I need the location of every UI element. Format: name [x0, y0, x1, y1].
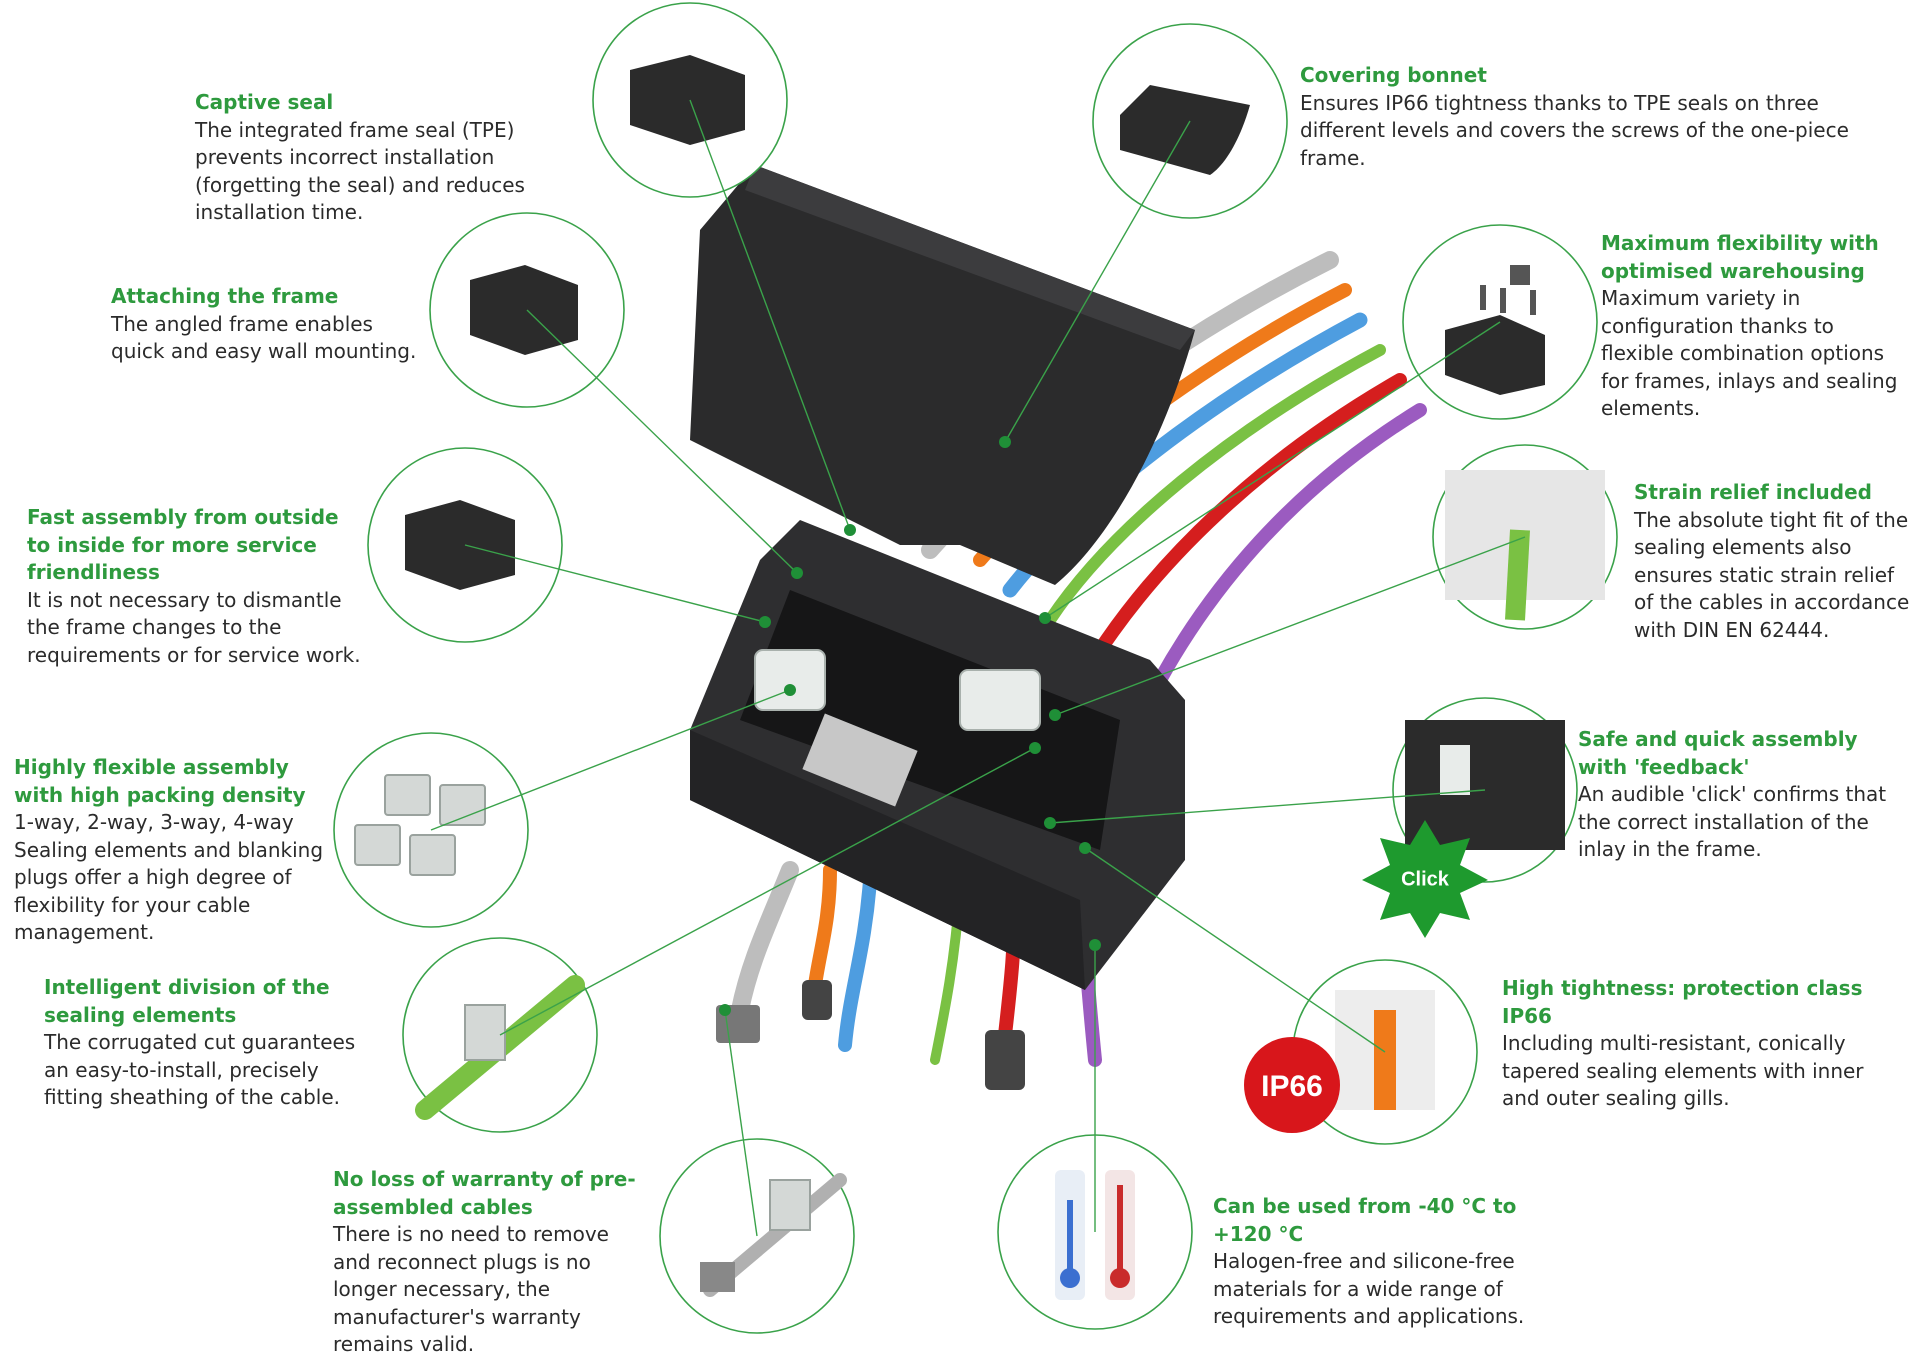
feature-heading: Strain relief included — [1634, 480, 1872, 504]
feature-heading: Attaching the frame — [111, 284, 339, 308]
feature-strain-relief: Strain relief included The absolute tigh… — [1634, 479, 1918, 644]
feature-body: 1-way, 2-way, 3-way, 4-way Sealing eleme… — [14, 810, 324, 944]
feature-body: The angled frame enables quick and easy … — [111, 311, 417, 364]
feature-temperature-range: Can be used from -40 °C to +120 °C Halog… — [1213, 1193, 1568, 1331]
cut-seal-icon — [415, 975, 585, 1120]
feature-heading: Safe and quick assembly with 'feedback' — [1578, 727, 1858, 779]
feature-heading: Captive seal — [195, 90, 334, 114]
feature-heading: High tightness: protection class IP66 — [1502, 976, 1863, 1028]
feature-body: The absolute tight fit of the sealing el… — [1634, 507, 1910, 642]
ip66-badge: IP66 — [1244, 1037, 1340, 1133]
feature-heading: Intelligent division of the sealing elem… — [44, 975, 330, 1027]
feature-no-loss-warranty: No loss of warranty of pre-assembled cab… — [333, 1166, 643, 1359]
feature-heading: Maximum flexibility with optimised wareh… — [1601, 231, 1879, 283]
connector-plugs — [716, 980, 1025, 1090]
feature-body: An audible 'click' confirms that the cor… — [1578, 782, 1887, 861]
leader-dots — [719, 436, 1101, 1016]
ip66-badge-label: IP66 — [1261, 1070, 1323, 1103]
plug-cable-icon — [700, 1173, 847, 1297]
parts-kit-icon — [1480, 265, 1536, 315]
feature-max-flexibility: Maximum flexibility with optimised wareh… — [1601, 230, 1906, 423]
feature-fast-assembly: Fast assembly from outside to inside for… — [27, 504, 367, 669]
feature-captive-seal: Captive seal The integrated frame seal (… — [195, 89, 595, 227]
feature-body: Maximum variety in configuration thanks … — [1601, 286, 1898, 420]
click-badge-label: Click — [1401, 868, 1450, 890]
thermometer-icon — [1055, 1170, 1135, 1300]
feature-body: Ensures IP66 tightness thanks to TPE sea… — [1300, 90, 1849, 170]
feature-high-tightness: High tightness: protection class IP66 In… — [1502, 975, 1907, 1113]
feature-body: Halogen-free and silicone-free materials… — [1213, 1249, 1525, 1328]
seal-detail-icon — [1335, 990, 1435, 1110]
leader-lines — [430, 99, 1526, 1237]
feature-heading: Can be used from -40 °C to +120 °C — [1213, 1194, 1517, 1246]
sealing-elements — [754, 649, 1041, 731]
feature-heading: No loss of warranty of pre-assembled cab… — [333, 1167, 636, 1219]
feature-safe-quick-assembly: Safe and quick assembly with 'feedback' … — [1578, 726, 1913, 864]
covering-bonnet — [690, 165, 1195, 585]
feature-body: The corrugated cut guarantees an easy-to… — [44, 1030, 356, 1109]
feature-body: There is no need to remove and reconnect… — [333, 1222, 609, 1356]
feature-body: It is not necessary to dismantle the fra… — [27, 587, 361, 667]
frame-housing — [690, 520, 1185, 990]
feature-body: The integrated frame seal (TPE) prevents… — [195, 117, 525, 225]
inlay-detail-icon — [1405, 720, 1565, 850]
feature-heading: Covering bonnet — [1300, 63, 1487, 87]
feature-covering-bonnet: Covering bonnet Ensures IP66 tightness t… — [1300, 62, 1890, 172]
feature-heading: Highly flexible assembly with high packi… — [14, 755, 306, 807]
click-badge: Click — [1362, 820, 1488, 938]
feature-body: Including multi-resistant, conically tap… — [1502, 1031, 1864, 1110]
feature-heading: Fast assembly from outside to inside for… — [27, 505, 339, 584]
sealing-blocks-icon — [354, 774, 486, 876]
feature-intelligent-division: Intelligent division of the sealing elem… — [44, 974, 374, 1112]
strain-relief-detail-icon — [1445, 470, 1605, 621]
feature-flexible-assembly: Highly flexible assembly with high packi… — [14, 754, 329, 947]
feature-attaching-frame: Attaching the frame The angled frame ena… — [111, 283, 426, 366]
